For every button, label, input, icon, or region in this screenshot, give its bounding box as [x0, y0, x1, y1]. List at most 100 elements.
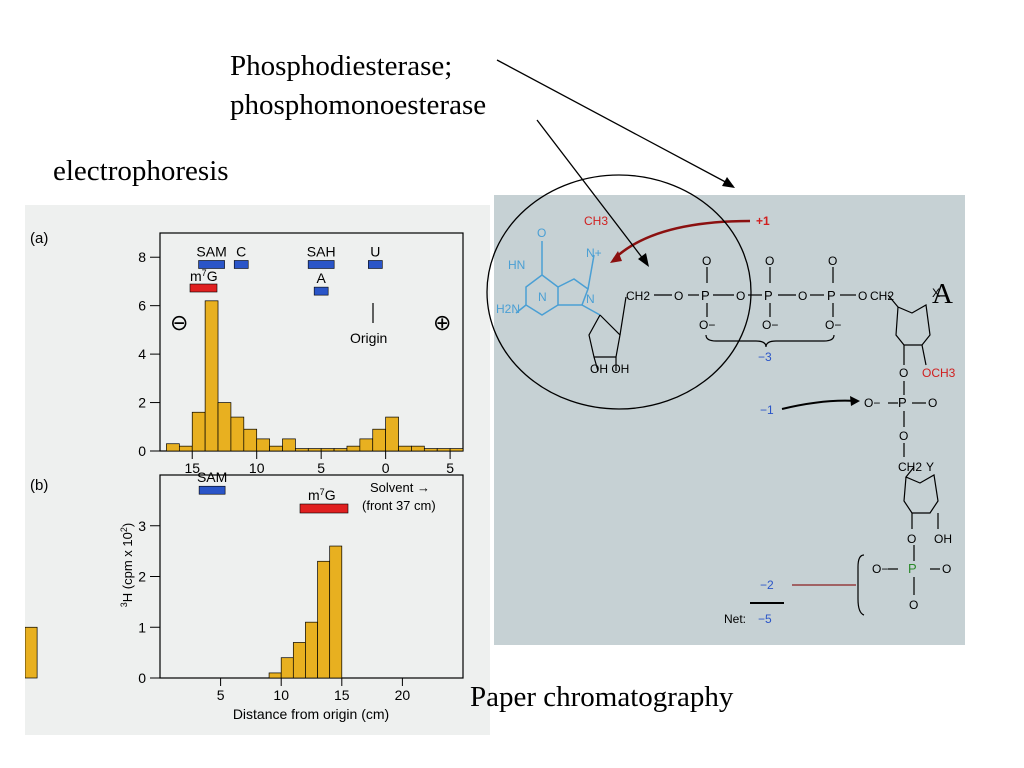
chart-b-marker-sam	[198, 485, 226, 495]
chart-a-marker-label-u: U	[370, 243, 380, 259]
chart-a-marker-u	[368, 260, 383, 269]
chart-a-bar	[256, 438, 270, 452]
ch2-label-1: CH2	[626, 289, 650, 303]
o-minus-p2: O−	[762, 318, 778, 332]
chart-a-ytick-label: 0	[138, 443, 146, 459]
o-chain-3: O	[907, 532, 916, 546]
chart-b-xtick-label: 15	[334, 687, 350, 703]
charge-arrowhead-minus-one	[850, 396, 860, 406]
y-axis-label: 3H (cpm x 102)	[119, 523, 135, 607]
chart-a-ytick-label: 8	[138, 249, 146, 265]
chart-a-xtick-label: 5	[317, 460, 325, 476]
o-top-p1: O	[702, 254, 711, 268]
o-chain-4: O	[909, 598, 918, 612]
chart-a-bar	[204, 300, 219, 452]
o-top-p2: O	[765, 254, 774, 268]
chart-a-marker-sam	[198, 260, 225, 269]
chart-a-bar	[282, 438, 296, 452]
panel-label-a: (a)	[30, 230, 48, 247]
o-top-p3: O	[828, 254, 837, 268]
chart-a-marker-sah	[307, 260, 335, 269]
chart-a-xtick-label: 5	[446, 460, 454, 476]
paper-chromatography-annotation: Paper chromatography	[470, 681, 734, 713]
origin-label: Origin	[350, 330, 387, 346]
m7g-marker-a	[189, 283, 218, 293]
o-chain-1: O	[899, 366, 908, 380]
ch2-label-3: CH2	[898, 460, 922, 474]
net-label: Net:	[724, 612, 746, 626]
m7g-label-a: m7G	[190, 268, 218, 284]
plus-one-charge: +1	[756, 214, 770, 228]
n-low-label: N	[586, 292, 595, 306]
chart-a-marker-a	[313, 286, 329, 296]
chart-b-ytick-label: 1	[138, 619, 146, 635]
chart-b-xtick-label: 10	[273, 687, 289, 703]
o-top-label: O	[537, 226, 546, 240]
chart-a-bar	[385, 416, 399, 452]
p3-label: P	[827, 288, 836, 303]
n-plus-label: N+	[586, 246, 602, 260]
enzyme-annotation-line2: phosphomonoesterase	[230, 89, 487, 121]
cathode-symbol: ⊖	[170, 310, 188, 335]
h2n-label: H2N	[496, 302, 520, 316]
n-mid-label: N	[538, 290, 547, 304]
backbone-bonds	[588, 267, 940, 616]
cap-structure-diagram: CH3 +1 HN N+ O H2N N N CH2 OH OH O P O P…	[496, 214, 956, 626]
chart-b-bar	[24, 626, 38, 679]
enzyme-annotation-line1: Phosphodiesterase;	[230, 50, 453, 82]
chart-a-marker-label-c: C	[236, 243, 246, 259]
chart-b-ytick-label: 0	[138, 670, 146, 686]
p2-label: P	[764, 288, 773, 303]
arrow-to-cap	[536, 119, 648, 265]
m7g-label-b: m7G	[308, 487, 336, 503]
o-link-1: O	[674, 289, 683, 303]
p1-label: P	[701, 288, 710, 303]
chart-b-ytick-label: 2	[138, 569, 146, 585]
arrowhead-triphosphate	[722, 177, 735, 188]
net-value: −5	[758, 612, 772, 626]
x-axis-label: Distance from origin (cm)	[233, 706, 389, 722]
ch2-label-2: CH2	[870, 289, 894, 303]
minus-one-charge: −1	[760, 403, 774, 417]
arrowhead-cap	[638, 253, 649, 267]
p-low-label: P	[908, 561, 917, 576]
panel-label-b: (b)	[30, 477, 48, 494]
ch3-top: CH3	[584, 214, 608, 228]
x-label: X	[932, 286, 940, 300]
o-chain-2: O	[899, 429, 908, 443]
och3-label: OCH3	[922, 366, 956, 380]
o-link-3: O	[798, 289, 807, 303]
chart-b-xtick-label: 5	[217, 687, 225, 703]
arrow-to-triphosphate	[496, 59, 734, 187]
chart-a-marker-label-sam: SAM	[196, 243, 226, 259]
chart-a-ytick-label: 4	[138, 346, 146, 362]
chart-a-marker-label-sah: SAH	[307, 243, 336, 259]
chart-b-bar	[329, 545, 343, 679]
annotation-a: A	[932, 278, 953, 310]
chart-a-marker-c	[233, 260, 249, 269]
chart-a-xtick-label: 0	[382, 460, 390, 476]
chart-a-xtick-label: 10	[249, 460, 265, 476]
o-minus-low: O−	[872, 562, 888, 576]
anode-symbol: ⊕	[433, 310, 451, 335]
o-eq-low: O	[942, 562, 951, 576]
o-link-2: O	[736, 289, 745, 303]
o-minus-p1: O−	[699, 318, 715, 332]
y-label: Y	[926, 460, 934, 474]
minus-two-charge: −2	[760, 578, 774, 592]
o-minus-mid: O−	[864, 396, 880, 410]
solvent-label: Solvent →	[370, 480, 430, 495]
chart-a-ytick-label: 2	[138, 395, 146, 411]
charge-arrow-minus-one	[781, 399, 857, 410]
chart-a-xtick-label: 15	[184, 460, 200, 476]
o-eq-mid: O	[928, 396, 937, 410]
cap-charge-arrow	[613, 219, 751, 260]
oh-oh-label: OH OH	[590, 362, 629, 376]
hn-label: HN	[508, 258, 525, 272]
oh-label: OH	[934, 532, 952, 546]
